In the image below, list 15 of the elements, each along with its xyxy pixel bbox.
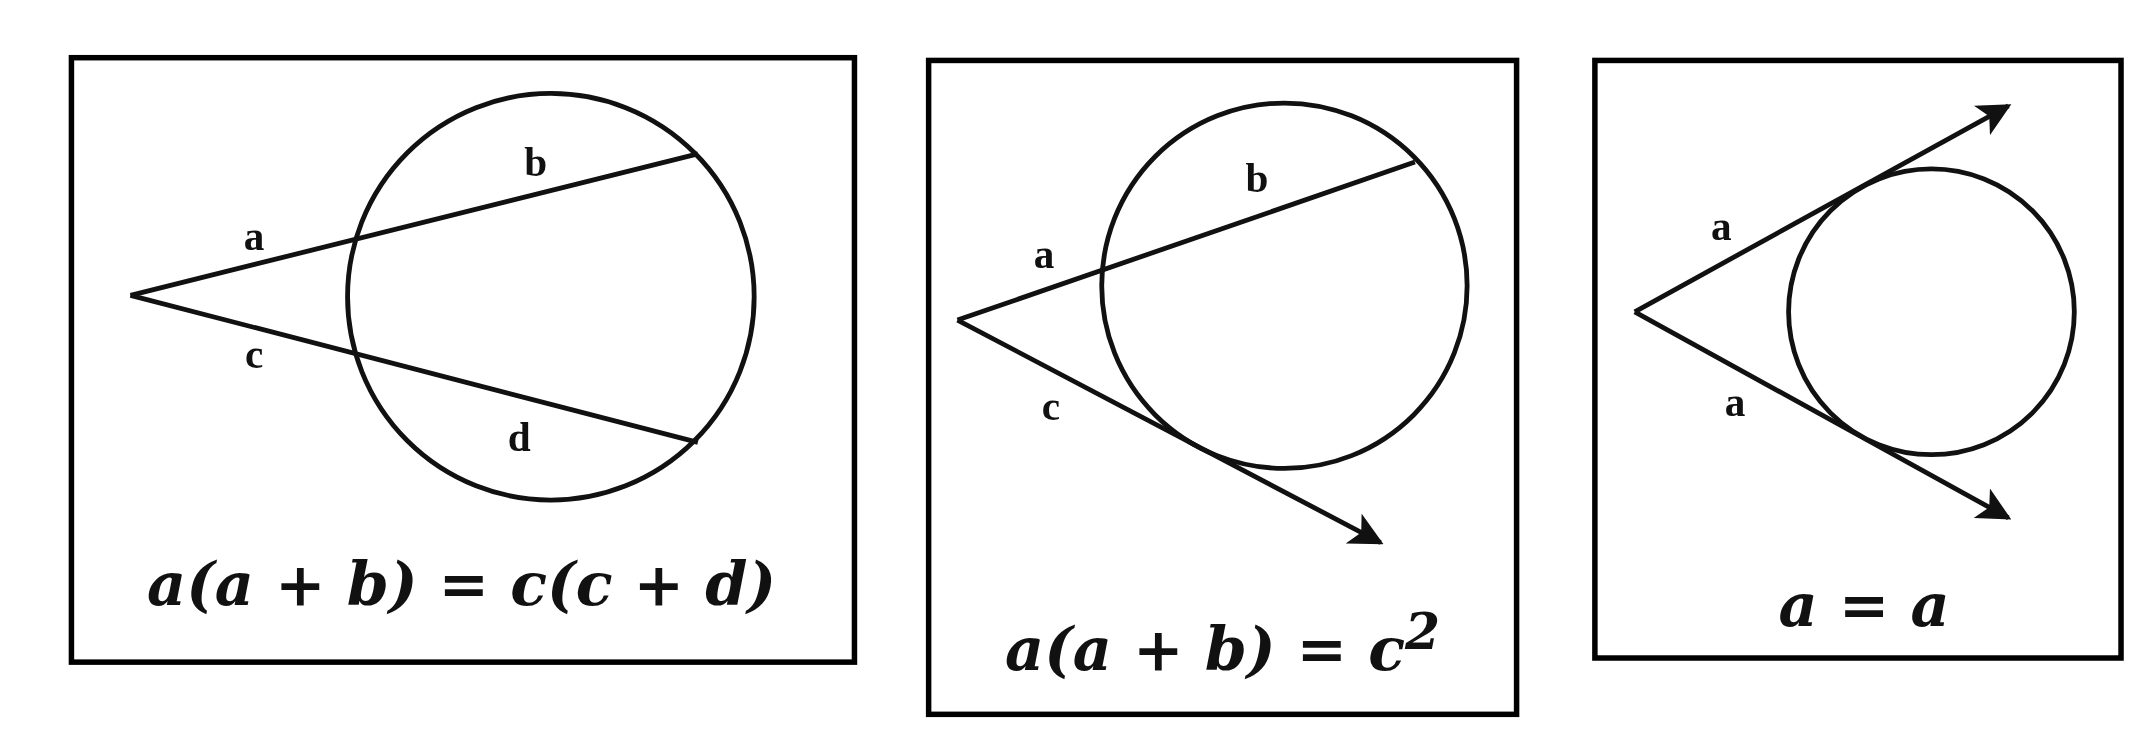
segment-label: a <box>243 212 265 260</box>
segment-label: a <box>1033 230 1055 278</box>
segment-label: b <box>1245 155 1269 202</box>
figure-panel <box>68 54 858 665</box>
segment-label: c <box>245 331 264 378</box>
figure-panel <box>1592 57 2124 661</box>
segment-label: a <box>1724 379 1746 426</box>
segment-label: d <box>507 413 531 461</box>
segment-label: c <box>1041 383 1061 430</box>
formula: a(a + b) = c(c + d) <box>147 548 777 619</box>
segment-label: a <box>1710 203 1732 250</box>
figure-panel <box>925 57 1520 718</box>
segment-label: b <box>524 138 548 186</box>
formula: a(a + b) = c$^{2}$ <box>1005 601 1441 684</box>
formula: a = a <box>1778 569 1950 640</box>
